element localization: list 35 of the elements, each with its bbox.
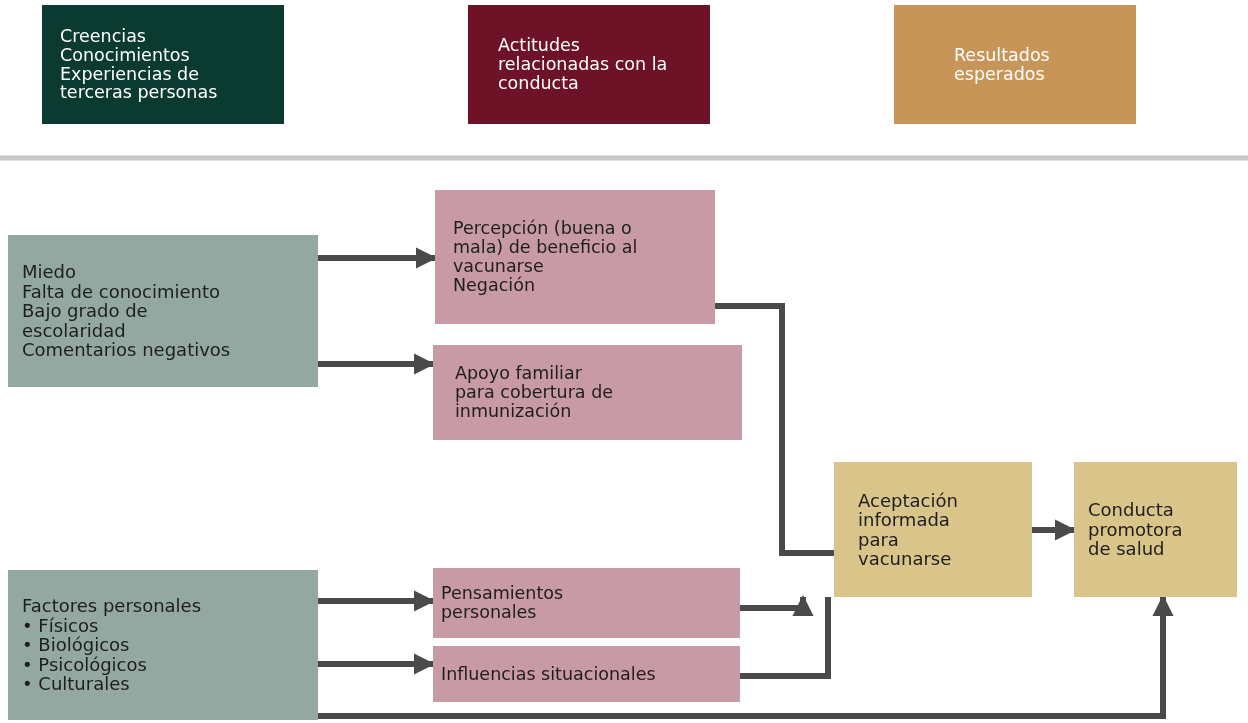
box-text: Negación	[453, 275, 536, 295]
box-text: Falta de conocimiento	[22, 281, 222, 302]
header-box	[42, 5, 284, 124]
box-text: Aceptación informada para vacunarse	[858, 490, 959, 569]
connector-line	[715, 303, 834, 556]
box-text: Resultados esperados	[954, 45, 1051, 84]
box-text: Actitudes relacionadas con la conducta	[498, 36, 668, 93]
attitude-box	[433, 568, 740, 638]
box-text: Percepción (buena o mala) de beneficio al vacunarse	[453, 219, 639, 276]
box-text: Comentarios negativos	[22, 340, 232, 360]
box-text: Conducta promotora de salud	[1088, 500, 1184, 559]
box-text: • Biológicos	[22, 635, 130, 655]
result-box	[1074, 462, 1237, 597]
box-text: Pensamientos personales	[441, 584, 565, 622]
attitude-box	[433, 345, 742, 440]
attitude-box	[433, 646, 740, 702]
box-text: Factores personales	[22, 596, 203, 616]
box-text: • Culturales	[22, 674, 130, 694]
box-text: Bajo grado de escolaridad	[22, 301, 149, 341]
box-text: Experiencias de terceras personas	[60, 64, 219, 103]
arrow	[740, 594, 814, 617]
connector-line	[740, 597, 831, 679]
result-box	[834, 462, 1032, 597]
header-box	[894, 5, 1136, 124]
box-text: • Psicológicos	[22, 654, 148, 675]
factor-box	[8, 235, 318, 387]
box-text: Conocimientos	[60, 45, 191, 65]
box-text: Creencias	[60, 26, 147, 46]
box-text: Miedo	[22, 262, 78, 282]
box-text: Apoyo familiar para cobertura de inmunización	[455, 364, 615, 421]
header-box	[468, 5, 710, 124]
factor-box	[8, 570, 318, 720]
attitude-box	[435, 190, 715, 324]
box-text: • Físicos	[22, 615, 100, 636]
box-text: Influencias situacionales	[441, 664, 657, 684]
